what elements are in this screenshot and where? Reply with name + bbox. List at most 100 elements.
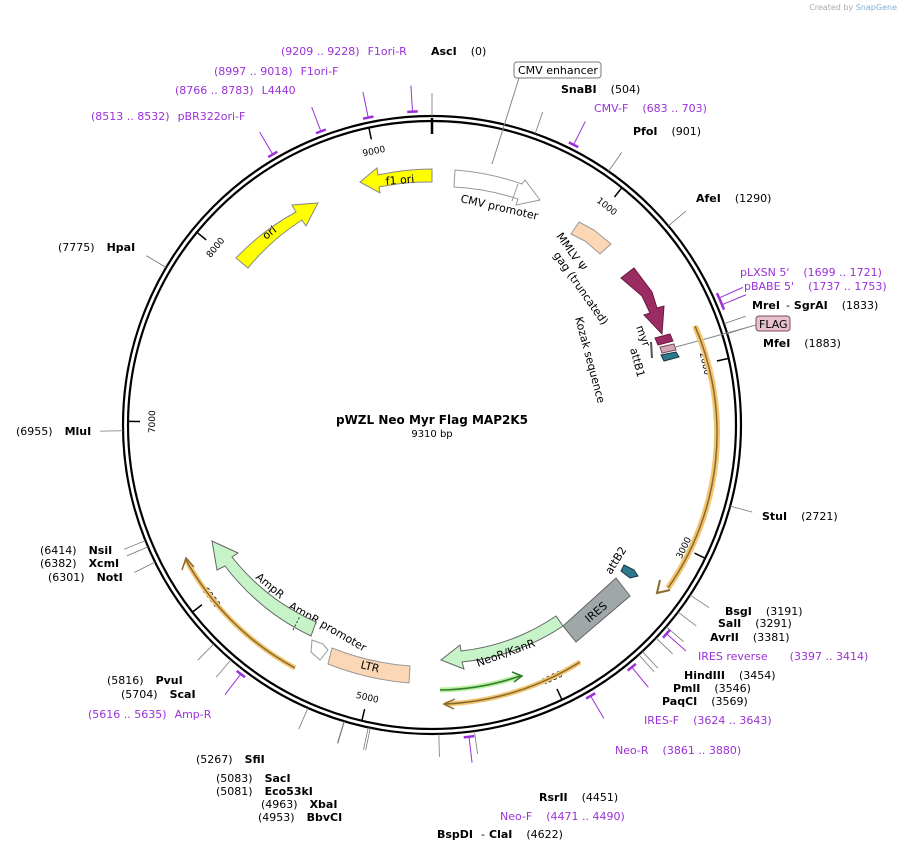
neo-orf-arrowhead <box>511 671 524 683</box>
orf-arrowhead <box>655 579 671 595</box>
enzyme-site-mark <box>298 707 309 730</box>
enzyme-site-mark <box>655 637 673 655</box>
enzyme-name: Eco53kI <box>265 785 313 798</box>
svg-text:(5616 .. 5635)Amp-R: (5616 .. 5635)Amp-R <box>88 708 212 721</box>
primer-binding-bar <box>407 110 418 114</box>
svg-text:MfeI(1883): MfeI(1883) <box>763 337 841 350</box>
enzyme-name: XbaI <box>310 798 338 811</box>
tick-label: 8000 <box>205 236 227 260</box>
primer-range: (3861 .. 3880) <box>663 744 742 757</box>
plasmid-name: pWZL Neo Myr Flag MAP2K5 <box>336 413 528 427</box>
enzyme-pos: (6414) <box>40 544 77 557</box>
svg-text:(7775)HpaI: (7775)HpaI <box>58 241 135 254</box>
enzyme-pos: (3291) <box>755 617 792 630</box>
flag-label: FLAG <box>759 318 788 331</box>
svg-text:HindIII(3454): HindIII(3454) <box>684 669 776 682</box>
enzyme-name: SalI <box>718 617 741 630</box>
primer-range: (8513 .. 8532) <box>91 110 170 123</box>
svg-text:PmlI(3546): PmlI (3546) <box>673 682 751 695</box>
primer-name: IRES reverse <box>698 650 768 663</box>
enzyme-pos: (6382) <box>40 557 77 570</box>
enzyme-site-mark <box>126 546 149 557</box>
enzyme-pos: (2721) <box>801 510 838 523</box>
svg-text:(8766 .. 8783)L4440: (8766 .. 8783)L4440 <box>175 84 296 97</box>
enzyme-pos: (4622) <box>526 828 563 841</box>
enzyme-site-mark <box>677 611 697 627</box>
enzyme-name: AscI <box>431 45 457 58</box>
enzyme-name: PmlI <box>673 682 700 695</box>
enzyme-site-mark <box>123 540 146 550</box>
enzyme-name: StuI <box>762 510 787 523</box>
svg-text:(5083)SacI: (5083)SacI <box>216 772 291 785</box>
enzyme-name: PvuI <box>156 674 183 687</box>
enzyme-pos: (5081) <box>216 785 253 798</box>
ori-feature <box>235 202 319 269</box>
enzyme-pos: (3569) <box>711 695 748 708</box>
plasmid-size: 9310 bp <box>411 429 452 440</box>
orf-feature <box>667 325 718 589</box>
enzyme-pos: (4963) <box>261 798 298 811</box>
svg-text:IRES-F(3624 .. 3643): IRES-F(3624 .. 3643) <box>644 714 772 727</box>
cmv-promoter-divider <box>511 183 519 202</box>
enzyme-site-mark <box>363 727 369 750</box>
primer-binding-bar <box>626 662 637 672</box>
svg-text:pLXSN 5'(1699 .. 1721): pLXSN 5'(1699 .. 1721) <box>740 266 882 279</box>
svg-text:StuI(2721): StuI (2721) <box>762 510 838 523</box>
primer-name: F1ori-F <box>301 65 339 78</box>
enzyme-pos: (7775) <box>58 241 95 254</box>
primer-range: (1737 .. 1753) <box>808 280 887 293</box>
enzyme-site-mark <box>365 727 371 751</box>
primer-name: IRES-F <box>644 714 679 727</box>
primer-name: L4440 <box>262 84 296 97</box>
cmv-enhancer-box <box>513 61 602 79</box>
svg-text:CMV-F(683 .. 703): CMV-F(683 .. 703) <box>594 102 707 115</box>
primer-site-mark <box>362 91 369 118</box>
neor-feature <box>440 615 564 670</box>
svg-text:(5704)ScaI: (5704)ScaI <box>121 688 196 701</box>
enzyme-name: BsgI <box>725 605 752 618</box>
enzyme-pos: (3546) <box>714 682 751 695</box>
svg-text:(8513 .. 8532)pBR322ori-F: (8513 .. 8532)pBR322ori-F <box>91 110 245 123</box>
enzyme-site-mark <box>134 561 156 573</box>
primer-binding-bar <box>267 150 278 159</box>
svg-text:AfeI(1290): AfeI(1290) <box>696 192 771 205</box>
tick-mark <box>716 357 729 362</box>
enzyme-pos: (901) <box>672 125 702 138</box>
enzyme-name-2: ClaI <box>489 828 512 841</box>
primer-range: (4471 .. 4490) <box>546 810 625 823</box>
myr-label: myr <box>633 324 653 349</box>
credit-text: Created by <box>809 3 854 12</box>
attb2-feature <box>620 564 639 579</box>
primer-binding-bar <box>568 141 579 149</box>
enzyme-name: RsrII <box>539 791 568 804</box>
snapgene-credit: Created by SnapGene <box>809 3 897 12</box>
enzyme-pos: (3381) <box>753 631 790 644</box>
primer-site-mark <box>410 85 414 112</box>
enzyme-pos: (1883) <box>804 337 841 350</box>
primer-binding-bar <box>235 669 246 679</box>
leader-lines <box>100 85 753 763</box>
kozak-mark <box>650 341 653 359</box>
neo-orf-feature <box>439 675 521 691</box>
enzyme-pos: (4451) <box>582 791 619 804</box>
svg-text:(6414)NsiI: (6414)NsiI <box>40 544 112 557</box>
flag-feature <box>659 343 677 354</box>
svg-text:(5081)Eco53kI: (5081) Eco53kI <box>216 785 313 798</box>
primer-name: Amp-R <box>175 708 212 721</box>
primer-name: CMV-F <box>594 102 628 115</box>
svg-text:(5816)PvuI: (5816)PvuI <box>107 674 183 687</box>
gag-feature <box>620 267 665 336</box>
primer-labels: (9209 .. 9228)F1ori-R (8997 .. 9018)F1or… <box>88 45 887 823</box>
enzyme-pos: (4953) <box>258 811 295 824</box>
svg-text:(6301)NotI: (6301)NotI <box>48 571 123 584</box>
enzyme-name: AvrII <box>710 631 739 644</box>
cmv-enhancer-leader <box>491 77 520 165</box>
svg-text:AvrII(3381): AvrII (3381) <box>710 631 789 644</box>
enzyme-site-mark <box>337 721 345 744</box>
enzyme-site-mark <box>534 111 544 134</box>
primer-range: (3397 .. 3414) <box>790 650 869 663</box>
primer-site-mark <box>259 131 274 155</box>
primer-site-mark <box>666 633 687 652</box>
neo-span-outline <box>444 659 582 707</box>
